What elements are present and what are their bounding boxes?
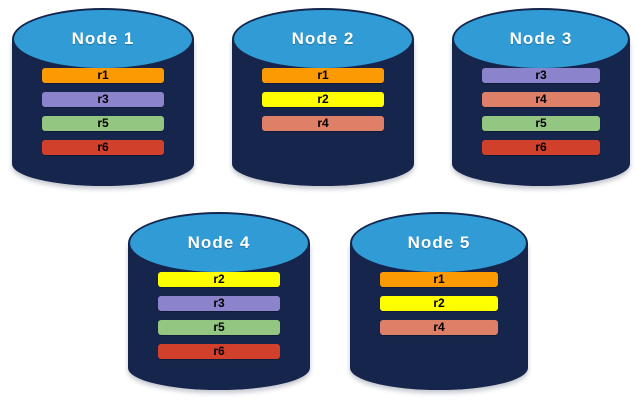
node-1[interactable]: Node 1 r1 r3 r5 r6 [12,8,194,186]
node-2-replica-list: r1 r2 r4 [262,68,384,131]
node-1-label: Node 1 [71,29,135,48]
node-4-replica-list: r2 r3 r5 r6 [158,272,280,359]
node-1-replica-list: r1 r3 r5 r6 [42,68,164,155]
node-2[interactable]: Node 2 r1 r2 r4 [232,8,414,186]
node-5-label: Node 5 [407,233,471,252]
node-1-top-ellipse [12,8,194,70]
node-5[interactable]: Node 5 r1 r2 r4 [350,212,528,390]
node-3[interactable]: Node 3 r3 r4 r5 r6 [452,8,630,186]
replica-bar-r6[interactable]: r6 [158,344,280,359]
replica-bar-r5[interactable]: r5 [42,116,164,131]
node-2-label: Node 2 [291,29,355,48]
replica-bar-r1[interactable]: r1 [380,272,498,287]
replica-bar-r6[interactable]: r6 [42,140,164,155]
replica-bar-r3[interactable]: r3 [158,296,280,311]
replica-bar-r1[interactable]: r1 [262,68,384,83]
node-3-replica-list: r3 r4 r5 r6 [482,68,600,155]
replica-bar-r3[interactable]: r3 [42,92,164,107]
node-4[interactable]: Node 4 r2 r3 r5 r6 [128,212,310,390]
node-3-label: Node 3 [509,29,573,48]
node-4-label: Node 4 [187,233,251,252]
replica-bar-r4[interactable]: r4 [380,320,498,335]
replica-bar-r2[interactable]: r2 [380,296,498,311]
replica-bar-r6[interactable]: r6 [482,140,600,155]
replica-bar-r4[interactable]: r4 [482,92,600,107]
replica-bar-r5[interactable]: r5 [158,320,280,335]
replica-bar-r1[interactable]: r1 [42,68,164,83]
replica-bar-r5[interactable]: r5 [482,116,600,131]
replica-bar-r3[interactable]: r3 [482,68,600,83]
node-2-top-ellipse [232,8,414,70]
replica-bar-r2[interactable]: r2 [158,272,280,287]
node-5-replica-list: r1 r2 r4 [380,272,498,335]
replica-bar-r2[interactable]: r2 [262,92,384,107]
node-5-top-ellipse [350,212,528,274]
replica-bar-r4[interactable]: r4 [262,116,384,131]
